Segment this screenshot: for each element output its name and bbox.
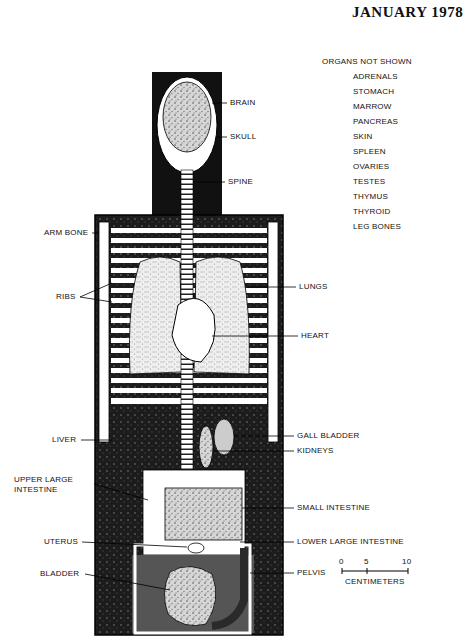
organ-label: BLADDER — [40, 569, 79, 579]
organ-label: SKULL — [230, 132, 256, 142]
organ-label: GALL BLADDER — [297, 431, 360, 441]
scale-number: 5 — [364, 557, 369, 567]
organ-label: LOWER LARGE INTESTINE — [297, 537, 404, 547]
organ-list-item: THYMUS — [353, 192, 388, 202]
organ-label: UTERUS — [44, 537, 78, 547]
organ-label: RIBS — [56, 292, 75, 302]
organ-label: LUNGS — [299, 282, 328, 292]
organ-list-item: ADRENALS — [353, 72, 398, 82]
organ-list-item: TESTES — [353, 177, 385, 187]
scale-unit: CENTIMETERS — [345, 577, 405, 587]
organ-list-item: PANCREAS — [353, 117, 398, 127]
organ-label: PELVIS — [297, 568, 326, 578]
organ-label: UPPER LARGE INTESTINE — [14, 475, 92, 495]
list-heading: ORGANS NOT SHOWN — [322, 57, 412, 67]
scale-number: 0 — [339, 557, 344, 567]
date-header: JANUARY 1978 — [352, 4, 463, 21]
organ-label: LIVER — [52, 435, 76, 445]
organ-label: HEART — [301, 331, 329, 341]
organ-label: KIDNEYS — [297, 446, 334, 456]
organ-label: BRAIN — [230, 98, 255, 108]
organ-list-item: SPLEEN — [353, 147, 386, 157]
organ-list-item: MARROW — [353, 102, 392, 112]
organ-list-item: STOMACH — [353, 87, 394, 97]
scale-number: 10 — [402, 557, 411, 567]
organ-label: ARM BONE — [44, 228, 88, 238]
organ-label: SMALL INTESTINE — [297, 503, 370, 513]
organ-list-item: SKIN — [353, 132, 372, 142]
organ-list-item: LEG BONES — [353, 222, 401, 232]
organ-list-item: THYROID — [353, 207, 390, 217]
organ-list-item: OVARIES — [353, 162, 389, 172]
organ-label: SPINE — [228, 177, 253, 187]
